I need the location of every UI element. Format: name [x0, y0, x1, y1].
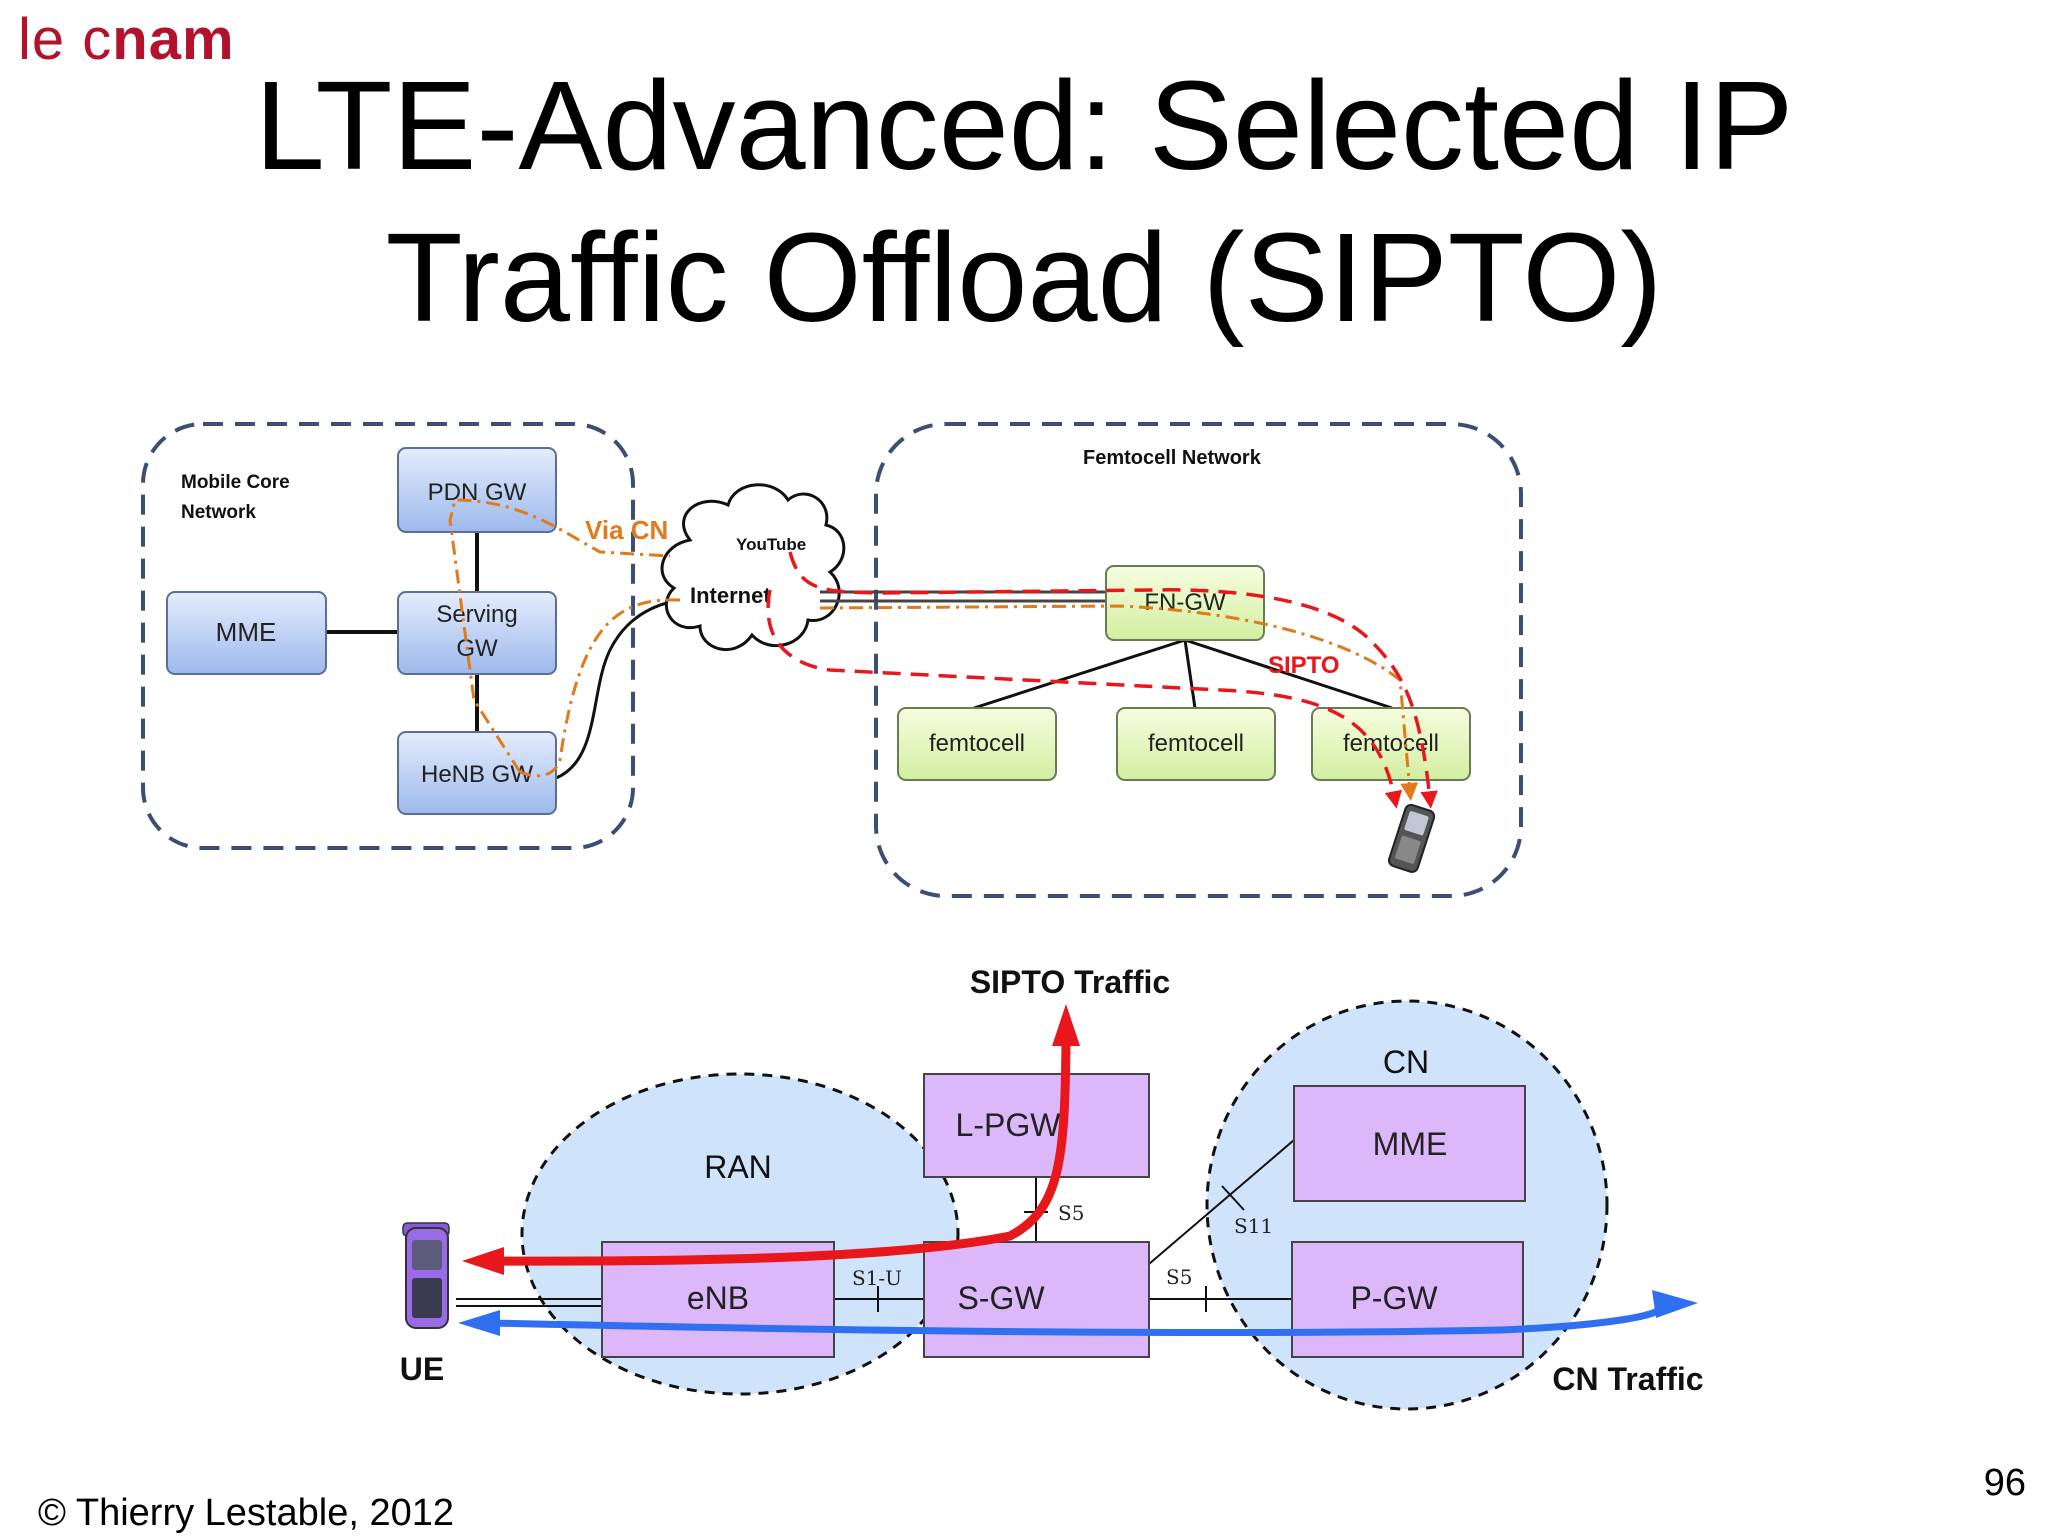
via-cn-label: Via CN [585, 515, 668, 545]
svg-text:Serving: Serving [436, 601, 517, 628]
l-pgw-box: L-PGW [923, 1073, 1150, 1178]
svg-text:femtocell: femtocell [1148, 730, 1244, 757]
femtocell-box-1: femtocell [897, 707, 1057, 781]
femtocell-box-2: femtocell [1116, 707, 1276, 781]
internet-cloud: YouTube Internet [660, 483, 846, 652]
bottom-architecture-diagram: RAN CN L-PGW MME eNB S-GW [400, 964, 1704, 1411]
s1u-label: S1-U [852, 1266, 902, 1290]
ran-label: RAN [704, 1149, 772, 1185]
mobile-core-label: Mobile Core [181, 472, 290, 493]
svg-text:S-GW: S-GW [957, 1280, 1045, 1316]
s5-right-label: S5 [1166, 1265, 1192, 1289]
s-gw-box: S-GW [923, 1241, 1150, 1358]
cnam-logo: le cnam [18, 7, 235, 72]
sipto-flow-2 [766, 589, 1402, 809]
femtocell-network-region [874, 422, 1523, 898]
fn-gw-box: FN-GW [1105, 565, 1265, 641]
svg-text:MME: MME [216, 617, 277, 647]
s5-top-label: S5 [1058, 1201, 1084, 1225]
svg-text:femtocell: femtocell [929, 730, 1025, 757]
sipto-traffic-label: SIPTO Traffic [970, 964, 1170, 1000]
ue-handset-icon [402, 1222, 450, 1329]
title-line-1: LTE-Advanced: Selected IP [254, 55, 1794, 196]
henb-gw-box: HeNB GW [397, 731, 557, 815]
via-cn-flow [448, 498, 681, 778]
cn-label: CN [1383, 1044, 1429, 1080]
svg-text:FN-GW: FN-GW [1144, 589, 1226, 616]
svg-text:MME: MME [1373, 1126, 1448, 1162]
ue-label: UE [400, 1351, 444, 1387]
s11-label: S11 [1234, 1214, 1273, 1238]
internet-label: Internet [690, 583, 771, 608]
page-number: 96 [1983, 1462, 2026, 1504]
femtocell-box-3: femtocell [1311, 707, 1471, 781]
femtocell-network-label: Femtocell Network [1083, 447, 1262, 469]
svg-text:GW: GW [456, 635, 498, 662]
pdn-gw-box: PDN GW [397, 447, 557, 533]
sipto-traffic-arrow [489, 1039, 1071, 1266]
mobile-core-region [141, 422, 635, 850]
mobile-phone-icon [1387, 803, 1436, 873]
sipto-label: SIPTO [1268, 652, 1340, 679]
svg-text:PDN GW: PDN GW [428, 479, 527, 506]
cn-traffic-arrow [489, 1306, 1664, 1336]
slide-title: LTE-Advanced: Selected IP Traffic Offloa… [0, 50, 2048, 354]
youtube-logo: YouTube [736, 535, 806, 554]
mme-box-top: MME [166, 591, 327, 675]
p-gw-box: P-GW [1291, 1241, 1524, 1358]
copyright-footer: © Thierry Lestable, 2012 [38, 1492, 454, 1534]
cn-traffic-label: CN Traffic [1552, 1361, 1703, 1397]
serving-gw-box: Serving GW [397, 591, 557, 675]
title-line-2: Traffic Offload (SIPTO) [385, 207, 1663, 348]
mobile-core-label-2: Network [181, 502, 256, 523]
svg-text:P-GW: P-GW [1350, 1280, 1438, 1316]
svg-text:L-PGW: L-PGW [956, 1107, 1062, 1143]
mme-box-bottom: MME [1293, 1085, 1526, 1202]
svg-text:eNB: eNB [687, 1280, 749, 1316]
top-network-diagram: Mobile Core Network Femtocell Network PD… [141, 422, 1523, 898]
sipto-flow-1 [788, 551, 1438, 809]
